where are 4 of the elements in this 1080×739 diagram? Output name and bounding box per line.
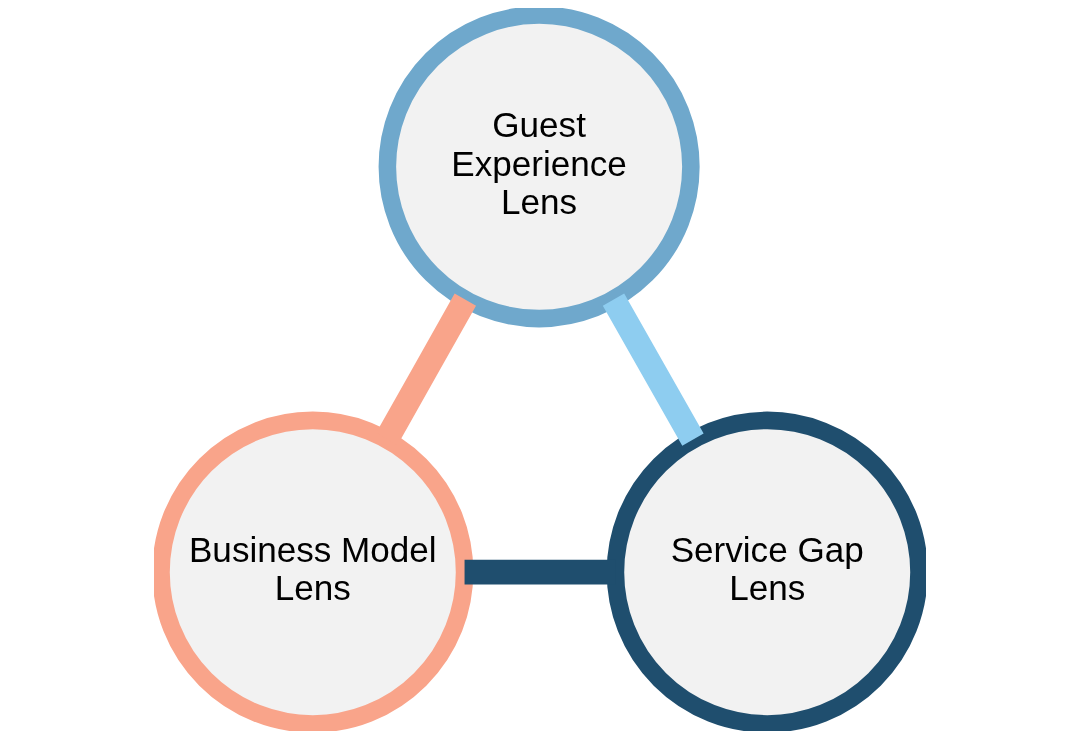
connector: [602, 293, 704, 446]
node-circle: Service Gap Lens: [606, 411, 926, 731]
node-circle: Guest Experience Lens: [378, 8, 700, 328]
node-circle: Business Model Lens: [154, 411, 474, 731]
